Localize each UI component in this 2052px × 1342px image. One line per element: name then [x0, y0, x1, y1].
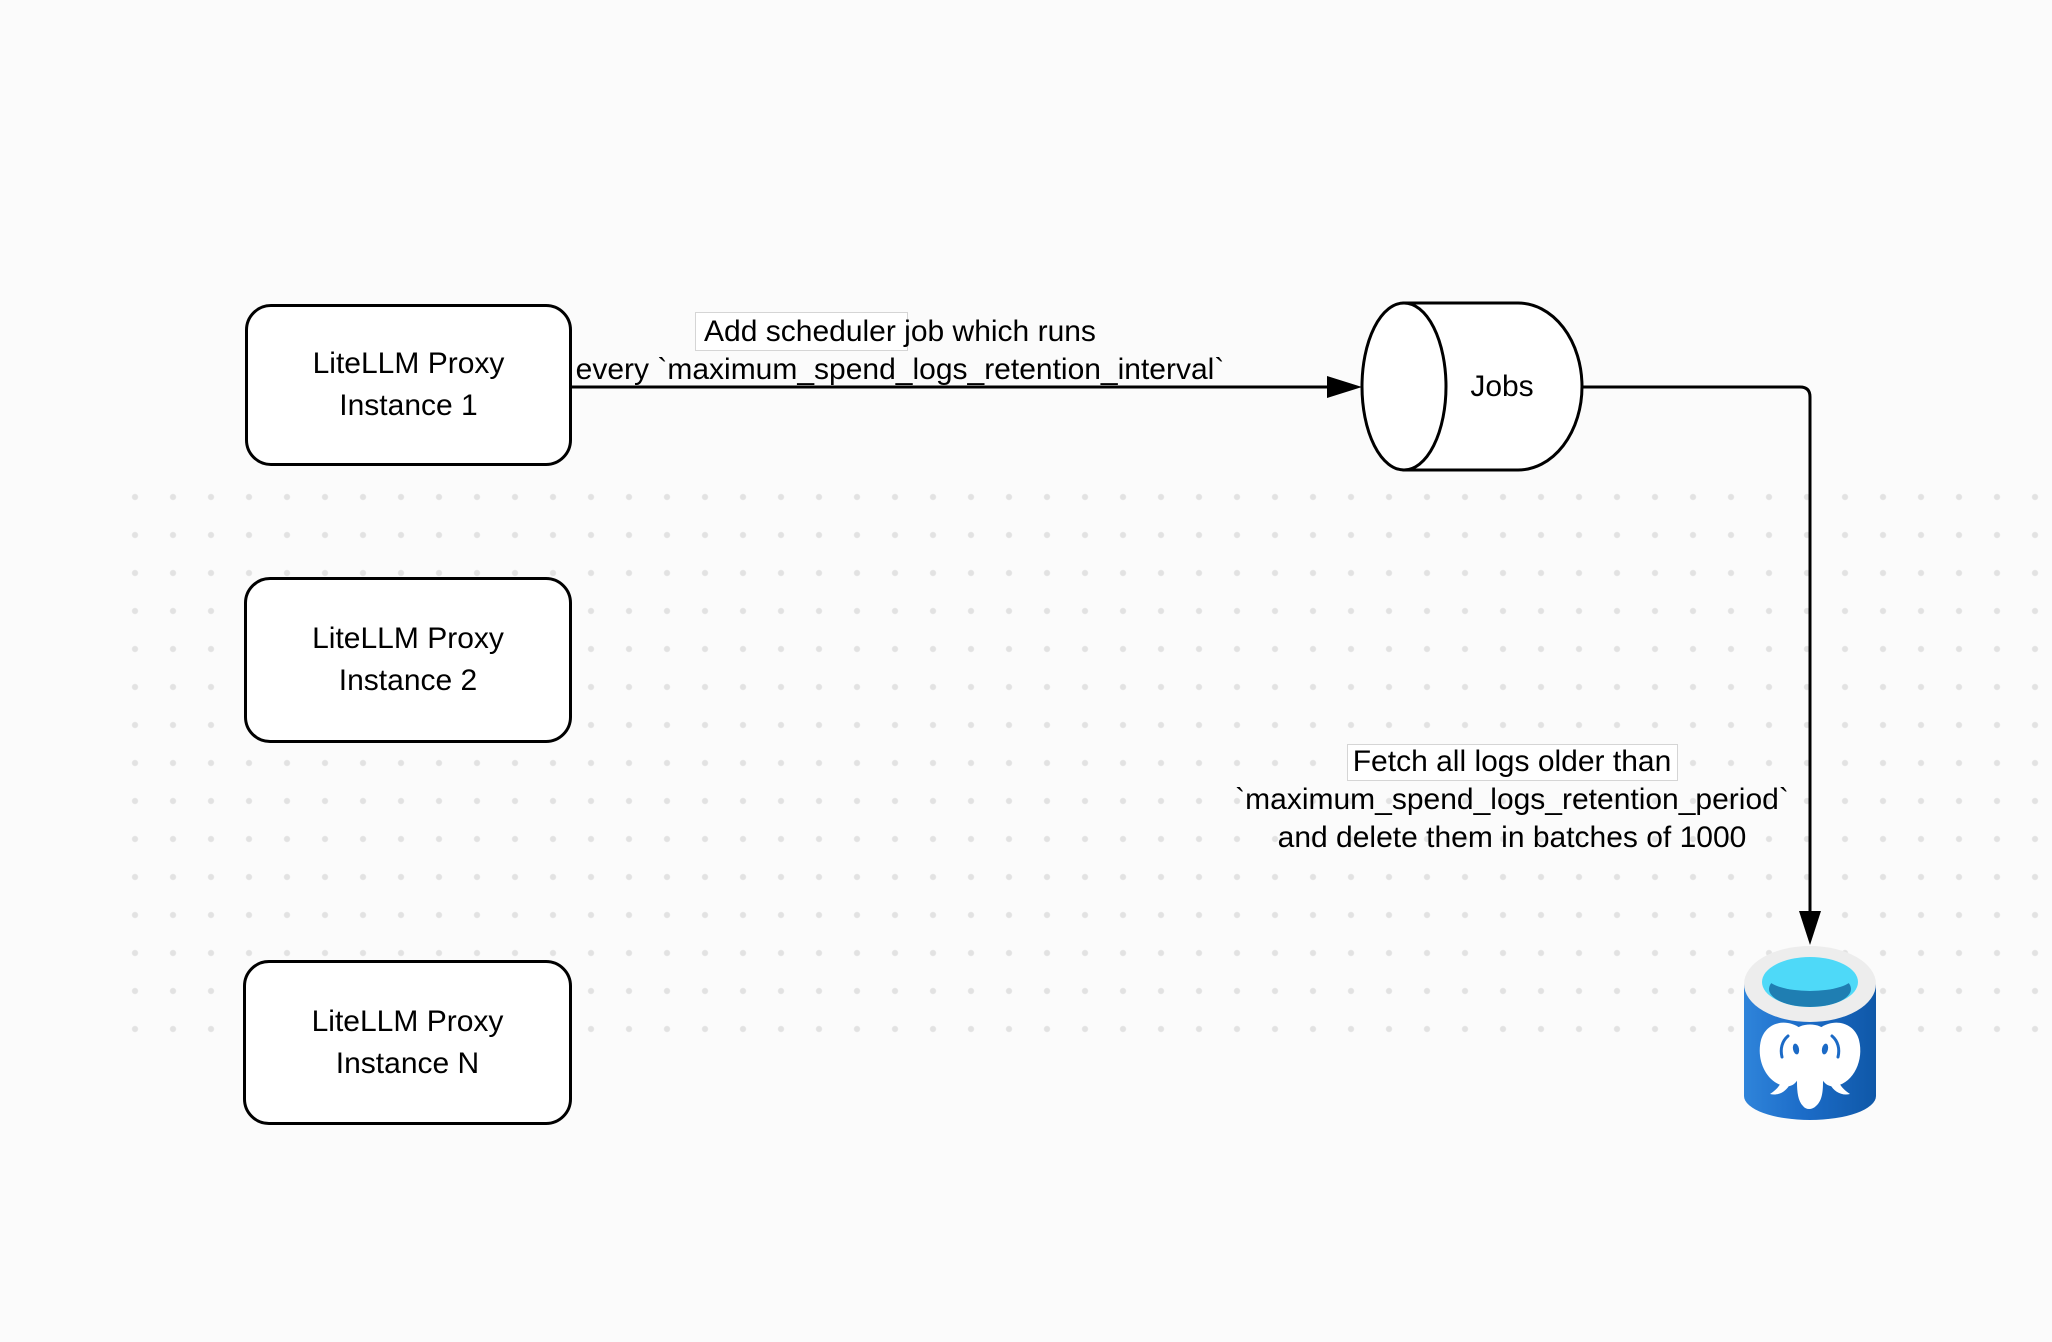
scheduler-label-background [695, 312, 908, 351]
edge-label-line: Add scheduler job which runs [704, 315, 1096, 348]
edge-label-line: every `maximum_spend_logs_retention_inte… [575, 353, 1225, 386]
grid-dots [116, 478, 2052, 1048]
edge-scheduler [572, 376, 1362, 398]
edge-label-line: and delete them in batches of 1000 [1277, 821, 1747, 854]
node-label-line: Instance 2 [338, 664, 478, 697]
node-label-line: LiteLLM Proxy [312, 347, 505, 380]
arrowhead-right-icon [1327, 376, 1362, 398]
edge-label-line: `maximum_spend_logs_retention_period` [1235, 783, 1789, 816]
jobs-node-label: Jobs [1470, 370, 1534, 403]
edge-fetch [1583, 385, 1821, 945]
node-label-line: Instance 1 [339, 389, 478, 422]
node-label-line: LiteLLM Proxy [312, 622, 504, 655]
fetch-label-background [1347, 744, 1678, 781]
edge-label-scheduler: Add scheduler job which runs every `maxi… [550, 313, 1250, 389]
postgresql-icon [1744, 946, 1876, 1120]
jobs-cylinder [1360, 301, 1584, 472]
node-litellm-proxy-instance-1: LiteLLM Proxy Instance 1 [245, 304, 572, 466]
arrowhead-down-icon [1799, 911, 1821, 945]
edge-label-fetch: Fetch all logs older than `maximum_spend… [1162, 743, 1862, 857]
postgres-elephant-icon [1759, 1022, 1861, 1109]
edge-label-line: Fetch all logs older than [1352, 745, 1672, 778]
node-litellm-proxy-instance-2: LiteLLM Proxy Instance 2 [244, 577, 572, 743]
node-label-line: Instance N [335, 1046, 480, 1080]
node-label-line: LiteLLM Proxy [311, 1004, 504, 1038]
node-litellm-proxy-instance-n: LiteLLM Proxy Instance N [243, 960, 572, 1125]
